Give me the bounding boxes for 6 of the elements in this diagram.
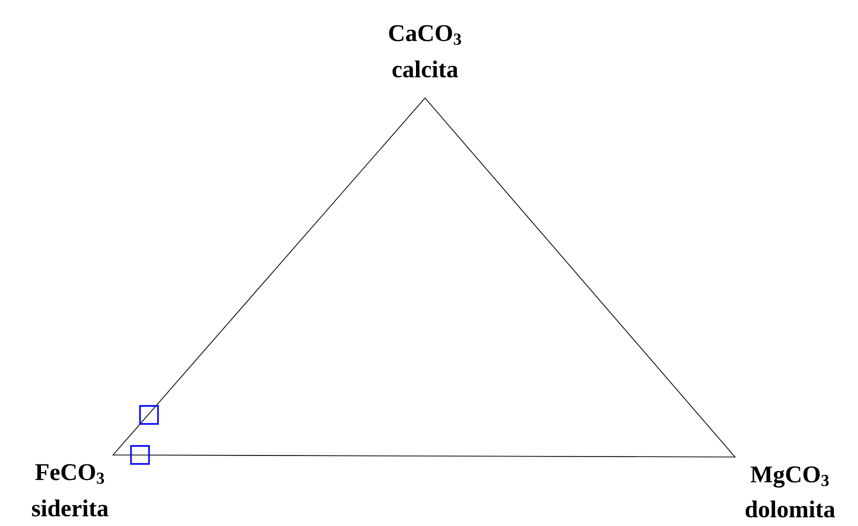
vertex-label: dolomita [746,500,835,518]
vertex-label: calcita [392,60,458,78]
vertex-label: FeCO$_{3}$ [35,464,104,484]
vertex-label: MgCO$_{3}$ [750,466,829,488]
vertex-label: CaCO$_{3}$ [389,25,462,45]
vertex-label: siderita [32,500,108,516]
